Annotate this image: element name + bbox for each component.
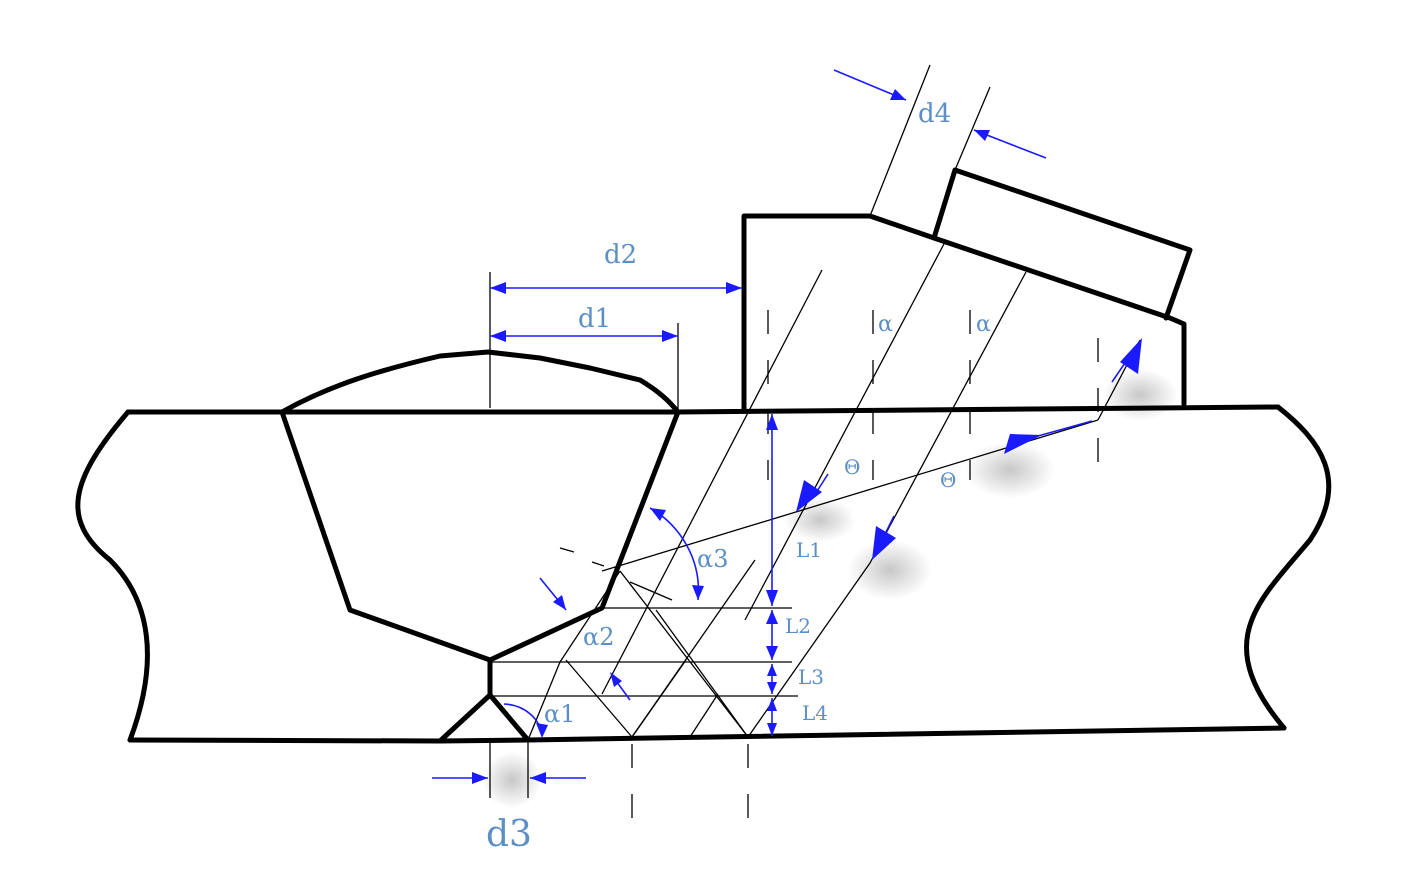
dimension-arrows <box>432 69 1047 784</box>
label-a2: α2 <box>583 623 614 651</box>
label-d2: d2 <box>604 240 637 270</box>
base-plate-outline <box>75 404 1332 744</box>
label-d3: d3 <box>486 814 532 855</box>
label-L1: L1 <box>796 538 822 562</box>
label-L2: L2 <box>785 614 811 638</box>
labels: d2 d1 d4 d3 α α Θ Θ L1 L2 L3 L4 α3 α2 α1 <box>486 99 991 855</box>
label-theta-right: Θ <box>940 468 956 492</box>
label-alpha-left: α <box>878 312 893 337</box>
label-a1: α1 <box>544 700 575 728</box>
label-L4: L4 <box>802 701 828 725</box>
label-theta-left: Θ <box>844 455 860 479</box>
beam-direction-arrows <box>796 338 1142 560</box>
reference-lines <box>489 272 1099 830</box>
label-alpha-right: α <box>976 312 991 337</box>
label-L3: L3 <box>798 665 824 689</box>
label-d1: d1 <box>578 304 611 334</box>
beam-paths <box>490 64 1141 741</box>
label-a3: α3 <box>697 545 728 573</box>
label-d4: d4 <box>918 99 951 129</box>
beam-shadows <box>482 369 1178 808</box>
probe-wedge <box>741 167 1193 413</box>
